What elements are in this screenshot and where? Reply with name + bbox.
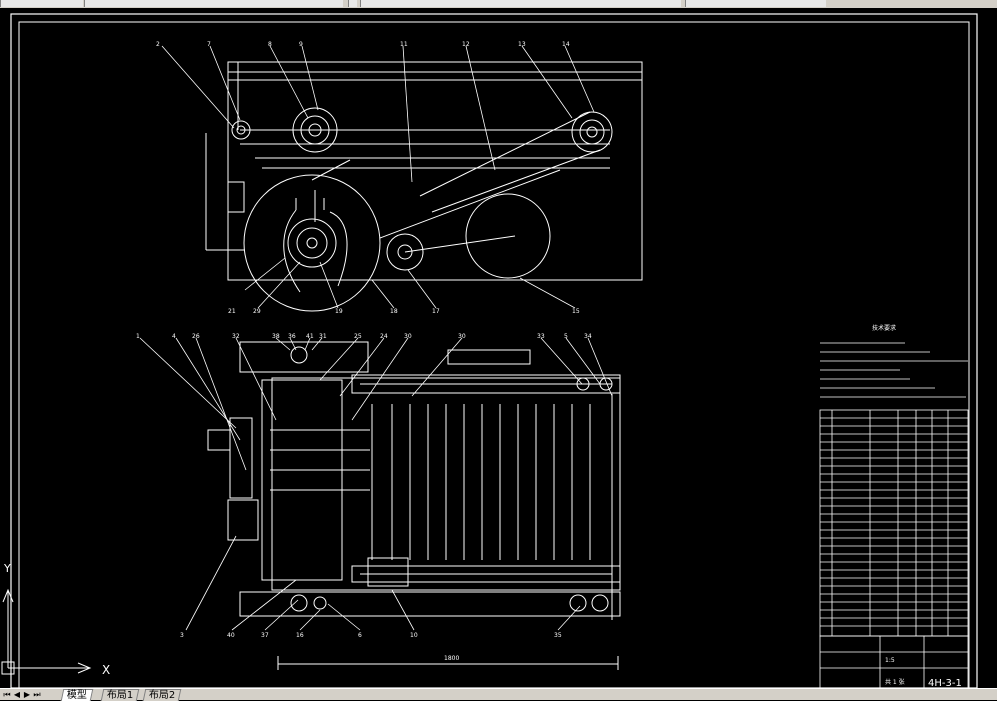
part-number: 19 [335, 308, 343, 315]
part-number: 17 [432, 308, 440, 315]
part-number: 25 [354, 333, 362, 340]
drawing-canvas[interactable]: 2 7 8 9 11 12 13 14 21 29 19 18 17 15 [0, 8, 997, 691]
part-number: 5 [564, 333, 568, 340]
part-number: 30 [458, 333, 466, 340]
part-number: 37 [261, 632, 269, 639]
toolbar-cell[interactable] [685, 0, 826, 7]
tab-layout1[interactable]: 布局1 [100, 689, 140, 701]
tab-model[interactable]: 模型 [60, 689, 94, 701]
drawing-sheet: 共 1 张 [885, 678, 905, 686]
toolbar-cell[interactable] [0, 0, 83, 7]
plan-view [207, 341, 621, 670]
notes-title: 技术要求 [872, 324, 896, 332]
part-number: 35 [554, 632, 562, 639]
ucs-y-label: Y [3, 562, 11, 575]
part-number: 3 [180, 632, 184, 639]
part-number: 21 [228, 308, 236, 315]
dimension-value: 1800 [444, 655, 459, 662]
layout-tab-bar: ⏮ ◀ ▶ ⏭ 模型 布局1 布局2 [0, 688, 997, 701]
part-number: 8 [268, 41, 272, 48]
part-number: 14 [562, 41, 570, 48]
ucs-x-label: X [102, 663, 110, 677]
part-number: 15 [572, 308, 580, 315]
part-number: 32 [232, 333, 240, 340]
part-number: 34 [584, 333, 592, 340]
part-number: 9 [299, 41, 303, 48]
last-tab-button[interactable]: ⏭ [33, 690, 41, 699]
next-tab-button[interactable]: ▶ [23, 690, 31, 699]
part-number: 16 [296, 632, 304, 639]
part-number-labels-plan: 1 4 26 32 38 36 41 31 25 24 30 30 33 5 3… [136, 333, 592, 639]
prev-tab-button[interactable]: ◀ [13, 690, 21, 699]
part-number: 26 [192, 333, 200, 340]
part-number: 18 [390, 308, 398, 315]
part-number: 12 [462, 41, 470, 48]
technical-notes: 技术要求 [820, 324, 968, 398]
toolbar-cell[interactable] [84, 0, 343, 7]
drawing-number: 4H-3-1 [928, 678, 962, 688]
part-number: 33 [537, 333, 545, 340]
ucs-icon [1, 588, 92, 675]
part-number: 36 [288, 333, 296, 340]
part-number: 4 [172, 333, 176, 340]
part-number: 11 [400, 41, 408, 48]
part-number: 13 [518, 41, 526, 48]
part-number: 29 [253, 308, 261, 315]
part-number: 10 [410, 632, 418, 639]
inner-frame [18, 21, 970, 691]
toolbar-cell[interactable] [360, 0, 681, 7]
part-number-labels-top: 2 7 8 9 11 12 13 14 21 29 19 18 17 15 [156, 41, 580, 315]
parts-list-table [819, 409, 969, 637]
part-number: 24 [380, 333, 388, 340]
first-tab-button[interactable]: ⏮ [3, 690, 11, 699]
leader-lines-top [161, 45, 595, 309]
part-number: 30 [404, 333, 412, 340]
part-number: 2 [156, 41, 160, 48]
elevation-view [205, 61, 643, 312]
toolbar-cell[interactable] [348, 0, 357, 7]
leader-lines-plan [139, 337, 613, 631]
part-number: 41 [306, 333, 314, 340]
part-number: 40 [227, 632, 235, 639]
drawing-scale: 1:5 [885, 657, 895, 664]
part-number: 6 [358, 632, 362, 639]
part-number: 31 [319, 333, 327, 340]
part-number: 1 [136, 333, 140, 340]
part-number: 7 [207, 41, 211, 48]
part-number: 38 [272, 333, 280, 340]
tab-layout2[interactable]: 布局2 [142, 689, 182, 701]
cad-drawing: 2 7 8 9 11 12 13 14 21 29 19 18 17 15 [1, 13, 978, 691]
